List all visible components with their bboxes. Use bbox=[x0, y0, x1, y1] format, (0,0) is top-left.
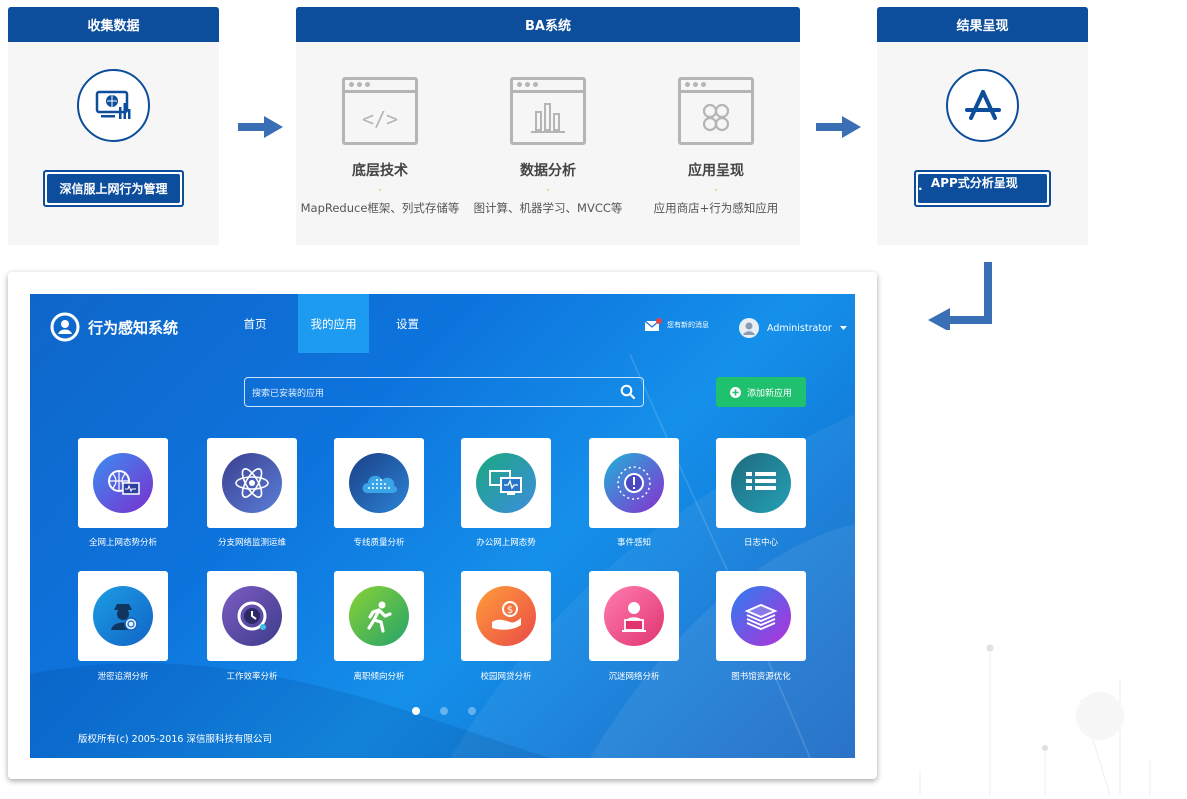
svg-text:$: $ bbox=[507, 605, 513, 616]
behavior-management-button[interactable]: 深信服上网行为管理 bbox=[43, 170, 184, 207]
messages-text: 您有新的消息 bbox=[667, 321, 709, 329]
app-tile-internet-addiction[interactable] bbox=[589, 571, 679, 661]
flow-arrow-right-icon bbox=[238, 116, 283, 138]
app-store-icon bbox=[946, 69, 1019, 142]
app-analysis-text: APP式分析呈现 bbox=[930, 176, 1018, 190]
collect-data-title: 收集数据 bbox=[8, 7, 219, 42]
svg-text:</>: </> bbox=[362, 107, 398, 131]
app-tile-label: 图书馆资源优化 bbox=[731, 672, 791, 682]
avatar-icon bbox=[739, 318, 759, 338]
ba-item-desc: 图计算、机器学习、MVCC等 bbox=[473, 201, 623, 215]
app-tile-label: 全网上网态势分析 bbox=[88, 538, 157, 548]
atom-icon bbox=[222, 453, 282, 513]
behavior-management-label: 深信服上网行为管理 bbox=[47, 174, 180, 203]
app-tile-label: 分支网络监测运维 bbox=[217, 538, 286, 548]
app-title: 行为感知系统 bbox=[88, 318, 179, 337]
user-laptop-icon bbox=[604, 586, 664, 646]
result-title: 结果呈现 bbox=[877, 7, 1088, 42]
app-tile-network-situation[interactable] bbox=[78, 438, 168, 528]
ba-system-title: BA系统 bbox=[296, 7, 800, 42]
app-analysis-label: · APP式分析呈现 bbox=[918, 174, 1047, 203]
collect-data-panel: 收集数据 深信服上网行为管理 bbox=[8, 7, 219, 245]
bullet-dot: · bbox=[378, 183, 382, 197]
ba-item-title: 底层技术 bbox=[352, 163, 408, 179]
cloud-dots-icon bbox=[349, 453, 409, 513]
page-dot[interactable] bbox=[440, 707, 448, 715]
flow-arrow-return-icon bbox=[928, 262, 992, 330]
user-circle-logo-icon bbox=[50, 312, 80, 342]
page-dot[interactable] bbox=[468, 707, 476, 715]
app-tile-label: 事件感知 bbox=[616, 538, 651, 548]
app-search-input[interactable]: 搜索已安装的应用 bbox=[244, 377, 644, 407]
user-name: Administrator bbox=[767, 322, 832, 334]
behavior-system-screen: 行为感知系统 首页 我的应用 设置 您有新的消息 bbox=[30, 294, 855, 758]
app-tile-branch-monitor[interactable] bbox=[207, 438, 297, 528]
app-tile-leak-trace[interactable] bbox=[78, 571, 168, 661]
add-app-label: 添加新应用 bbox=[746, 388, 792, 399]
app-tile-turnover-risk[interactable] bbox=[334, 571, 424, 661]
app-tile-work-efficiency[interactable] bbox=[207, 571, 297, 661]
app-screenshot-frame: 行为感知系统 首页 我的应用 设置 您有新的消息 bbox=[8, 272, 877, 779]
plus-circle-icon bbox=[729, 386, 741, 398]
app-tile-label: 离职倾向分析 bbox=[353, 672, 405, 682]
app-tile-label: 校园网贷分析 bbox=[480, 672, 532, 682]
page-dot-active[interactable] bbox=[412, 707, 420, 715]
result-panel: 结果呈现 · APP式分析呈现 bbox=[877, 7, 1088, 245]
page-dots bbox=[412, 707, 476, 715]
app-tile-office-network[interactable] bbox=[461, 438, 551, 528]
app-tile-event-sense[interactable] bbox=[589, 438, 679, 528]
search-placeholder: 搜索已安装的应用 bbox=[252, 388, 325, 399]
clock-icon bbox=[222, 586, 282, 646]
app-tile-library-resources[interactable] bbox=[716, 571, 806, 661]
app-tile-label: 沉迷网络分析 bbox=[608, 672, 660, 682]
flow-arrow-right-icon bbox=[816, 116, 861, 138]
bar-chart-window-icon bbox=[510, 77, 586, 145]
ba-item-title: 数据分析 bbox=[520, 163, 576, 179]
app-tile-log-center[interactable] bbox=[716, 438, 806, 528]
nav-my-apps[interactable]: 我的应用 bbox=[298, 294, 369, 353]
decorative-lines bbox=[919, 644, 1151, 796]
alert-radar-icon bbox=[604, 453, 664, 513]
search-icon[interactable] bbox=[620, 384, 636, 400]
bullet-dot: · bbox=[714, 183, 718, 197]
top-navbar: 行为感知系统 首页 我的应用 设置 您有新的消息 bbox=[30, 294, 855, 353]
app-logo[interactable]: 行为感知系统 bbox=[50, 312, 178, 342]
nav-home[interactable]: 首页 bbox=[243, 316, 267, 331]
bullet-dot: · bbox=[546, 183, 550, 197]
app-analysis-button[interactable]: · APP式分析呈现 bbox=[914, 170, 1051, 207]
ba-item-desc: 应用商店+行为感知应用 bbox=[653, 201, 779, 215]
monitor-globe-icon bbox=[77, 69, 150, 142]
app-tile-label: 办公网上网态势 bbox=[476, 538, 536, 548]
ba-item-base-tech: </> 底层技术 · MapReduce框架、列式存储等 bbox=[295, 77, 465, 216]
list-icon bbox=[731, 453, 791, 513]
running-man-icon bbox=[349, 586, 409, 646]
copyright-text: 版权所有(c) 2005-2016 深信服科技有限公司 bbox=[78, 734, 272, 745]
code-window-icon: </> bbox=[342, 77, 418, 145]
ba-item-desc: MapReduce框架、列式存储等 bbox=[300, 201, 460, 215]
app-tile-label: 专线质量分析 bbox=[353, 538, 405, 548]
ba-item-title: 应用呈现 bbox=[688, 163, 744, 179]
nav-settings[interactable]: 设置 bbox=[396, 316, 419, 331]
app-tile-label: 日志中心 bbox=[743, 538, 778, 548]
app-grid-window-icon bbox=[678, 77, 754, 145]
books-stack-icon bbox=[731, 586, 791, 646]
dual-monitor-icon bbox=[476, 453, 536, 513]
envelope-icon bbox=[644, 318, 662, 331]
globe-monitor-icon bbox=[93, 453, 153, 513]
app-tile-label: 工作效率分析 bbox=[226, 672, 278, 682]
ba-item-data-analysis: 数据分析 · 图计算、机器学习、MVCC等 bbox=[463, 77, 633, 216]
money-hand-icon: $ bbox=[476, 586, 536, 646]
ba-system-panel: BA系统 </> 底层技术 · MapReduce框架、列式存储等 bbox=[296, 7, 800, 245]
add-app-button[interactable]: 添加新应用 bbox=[716, 377, 806, 407]
app-tile-line-quality[interactable] bbox=[334, 438, 424, 528]
spy-target-icon bbox=[93, 586, 153, 646]
messages-link[interactable]: 您有新的消息 bbox=[644, 318, 709, 332]
user-menu[interactable]: Administrator bbox=[739, 318, 847, 338]
app-tile-campus-loan[interactable]: $ bbox=[461, 571, 551, 661]
chevron-down-icon bbox=[839, 325, 847, 330]
ba-item-app-present: 应用呈现 · 应用商店+行为感知应用 bbox=[631, 77, 801, 216]
app-tile-label: 泄密追溯分析 bbox=[97, 672, 149, 682]
